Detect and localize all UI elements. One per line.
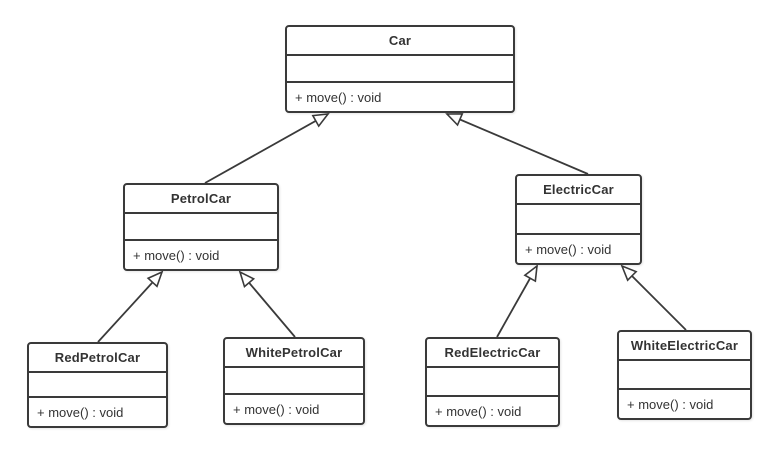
class-name: WhiteElectricCar [619, 332, 750, 361]
class-attributes-compartment [29, 373, 166, 398]
class-name: WhitePetrolCar [225, 339, 363, 368]
class-name: RedPetrolCar [29, 344, 166, 373]
class-method: + move() : void [133, 247, 220, 263]
class-name: Car [287, 27, 513, 56]
class-method: + move() : void [435, 403, 522, 419]
class-name: RedElectricCar [427, 339, 558, 368]
class-box-petrolcar: PetrolCar + move() : void [123, 183, 279, 271]
class-box-redpetrolcar: RedPetrolCar + move() : void [27, 342, 168, 428]
class-attributes-compartment [287, 56, 513, 83]
class-name: PetrolCar [125, 185, 277, 214]
generalization-arrow-whitepetrolcar-to-petrolcar [238, 270, 296, 338]
class-box-whitepetrolcar: WhitePetrolCar + move() : void [223, 337, 365, 425]
class-box-redelectriccar: RedElectricCar + move() : void [425, 337, 560, 427]
class-attributes-compartment [517, 205, 640, 235]
class-name: ElectricCar [517, 176, 640, 205]
class-attributes-compartment [427, 368, 558, 397]
class-method: + move() : void [37, 404, 124, 420]
class-attributes-compartment [225, 368, 363, 395]
generalization-arrow-whiteelectriccar-to-electriccar [620, 264, 687, 331]
class-method: + move() : void [233, 401, 320, 417]
class-method: + move() : void [295, 89, 382, 105]
class-box-whiteelectriccar: WhiteElectricCar + move() : void [617, 330, 752, 420]
class-attributes-compartment [619, 361, 750, 390]
generalization-arrow-electriccar-to-car [445, 113, 589, 175]
class-attributes-compartment [125, 214, 277, 241]
generalization-arrow-redpetrolcar-to-petrolcar [97, 270, 164, 343]
class-method: + move() : void [525, 241, 612, 257]
generalization-arrow-redelectriccar-to-electriccar [496, 264, 538, 338]
class-box-car: Car + move() : void [285, 25, 515, 113]
class-box-electriccar: ElectricCar + move() : void [515, 174, 642, 265]
class-method: + move() : void [627, 396, 714, 412]
generalization-arrow-petrolcar-to-car [204, 113, 330, 184]
